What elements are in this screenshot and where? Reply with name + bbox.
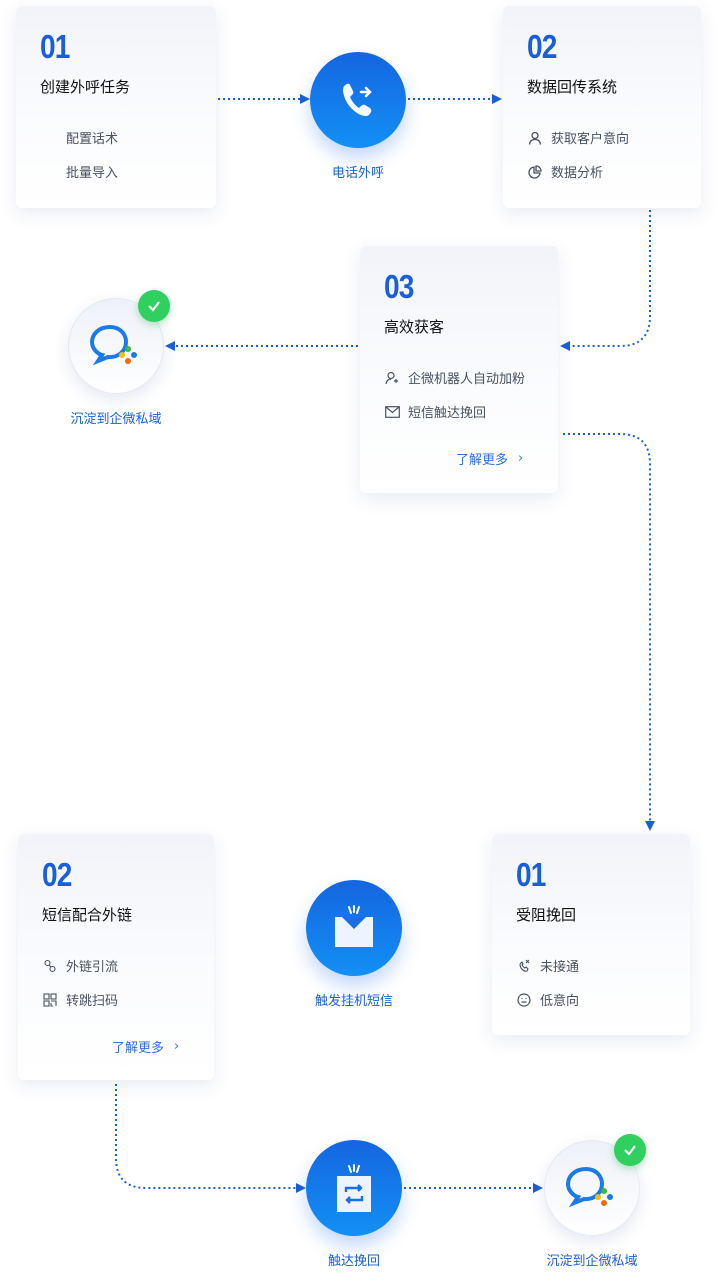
item-label: 数据分析 [551, 166, 604, 181]
item-label: 企微机器人自动加粉 [408, 372, 526, 387]
step-number: 03 [384, 268, 414, 305]
call-node [310, 52, 406, 148]
connector-card3-to-bottom [563, 433, 655, 831]
envelope-icon [335, 905, 373, 947]
item-label: 未接通 [540, 960, 580, 975]
item-label: 短信触达挽回 [408, 406, 487, 421]
wecom-node-label: 沉淀到企微私域 [546, 1254, 638, 1269]
list-item: 数据分析 [527, 162, 603, 181]
add-friend-icon [384, 370, 400, 386]
sms-node-label: 触发挂机短信 [314, 994, 393, 1009]
step-card-data-return: 02 数据回传系统 获取客户意向 数据分析 [503, 6, 701, 208]
item-label: 外链引流 [66, 960, 119, 975]
pie-chart-icon [527, 164, 543, 180]
item-label: 获取客户意向 [551, 132, 630, 147]
list-item: 获取客户意向 [527, 128, 629, 147]
wecom-node [68, 298, 164, 394]
connector-card-to-reach [115, 1084, 306, 1193]
item-label: 批量导入 [66, 166, 119, 181]
step-card-sms-link: 02 短信配合外链 外链引流 转跳扫码 了解更多 › [18, 834, 214, 1080]
qr-code-icon [42, 992, 58, 1008]
step-title: 创建外呼任务 [40, 78, 131, 96]
list-item: 低意向 [516, 990, 579, 1009]
check-badge-icon [614, 1134, 646, 1166]
step-title: 数据回传系统 [527, 78, 618, 96]
list-item: 外链引流 [42, 956, 118, 975]
wecom-icon [565, 1166, 613, 1208]
list-item: 配置话术 [66, 128, 118, 147]
mail-icon [384, 404, 400, 420]
learn-more-label: 了解更多 [456, 453, 509, 468]
step-number: 01 [516, 856, 546, 893]
step-title: 高效获客 [384, 318, 445, 336]
learn-more-label: 了解更多 [112, 1041, 165, 1056]
step-number: 02 [527, 28, 557, 65]
chevron-right-icon: › [174, 1039, 180, 1054]
step-card-create-task: 01 创建外呼任务 配置话术 批量导入 [16, 6, 216, 208]
check-badge-icon [138, 290, 170, 322]
learn-more-link[interactable]: 了解更多 › [456, 449, 523, 468]
step-title: 受阻挽回 [516, 906, 577, 924]
wecom-icon [89, 324, 137, 366]
item-label: 配置话术 [66, 132, 119, 147]
reach-node-label: 触达挽回 [327, 1254, 380, 1269]
step-number: 02 [42, 856, 72, 893]
neutral-face-icon [516, 992, 532, 1008]
call-node-label: 电话外呼 [331, 166, 384, 181]
step-card-acquire: 03 高效获客 企微机器人自动加粉 短信触达挽回 了解更多 › [360, 246, 558, 493]
missed-call-icon [516, 958, 532, 974]
list-item: 企微机器人自动加粉 [384, 368, 525, 387]
item-label: 低意向 [540, 994, 580, 1009]
step-card-blocked-recovery: 01 受阻挽回 未接通 低意向 [492, 834, 690, 1035]
chevron-right-icon: › [518, 451, 524, 466]
learn-more-link[interactable]: 了解更多 › [112, 1037, 179, 1056]
list-item: 短信触达挽回 [384, 402, 486, 421]
step-title: 短信配合外链 [42, 906, 133, 924]
item-label: 转跳扫码 [66, 994, 119, 1009]
list-item: 批量导入 [66, 162, 118, 181]
refresh-card-icon [337, 1164, 371, 1212]
list-item: 未接通 [516, 956, 579, 975]
user-icon [527, 130, 543, 146]
step-number: 01 [40, 28, 70, 65]
link-icon [42, 958, 58, 974]
phone-outgoing-icon [343, 83, 372, 117]
list-item: 转跳扫码 [42, 990, 118, 1009]
wecom-node-label: 沉淀到企微私域 [70, 412, 162, 427]
reach-node [306, 1140, 402, 1236]
sms-node [306, 880, 402, 976]
connector-card2-to-card3 [560, 210, 651, 351]
